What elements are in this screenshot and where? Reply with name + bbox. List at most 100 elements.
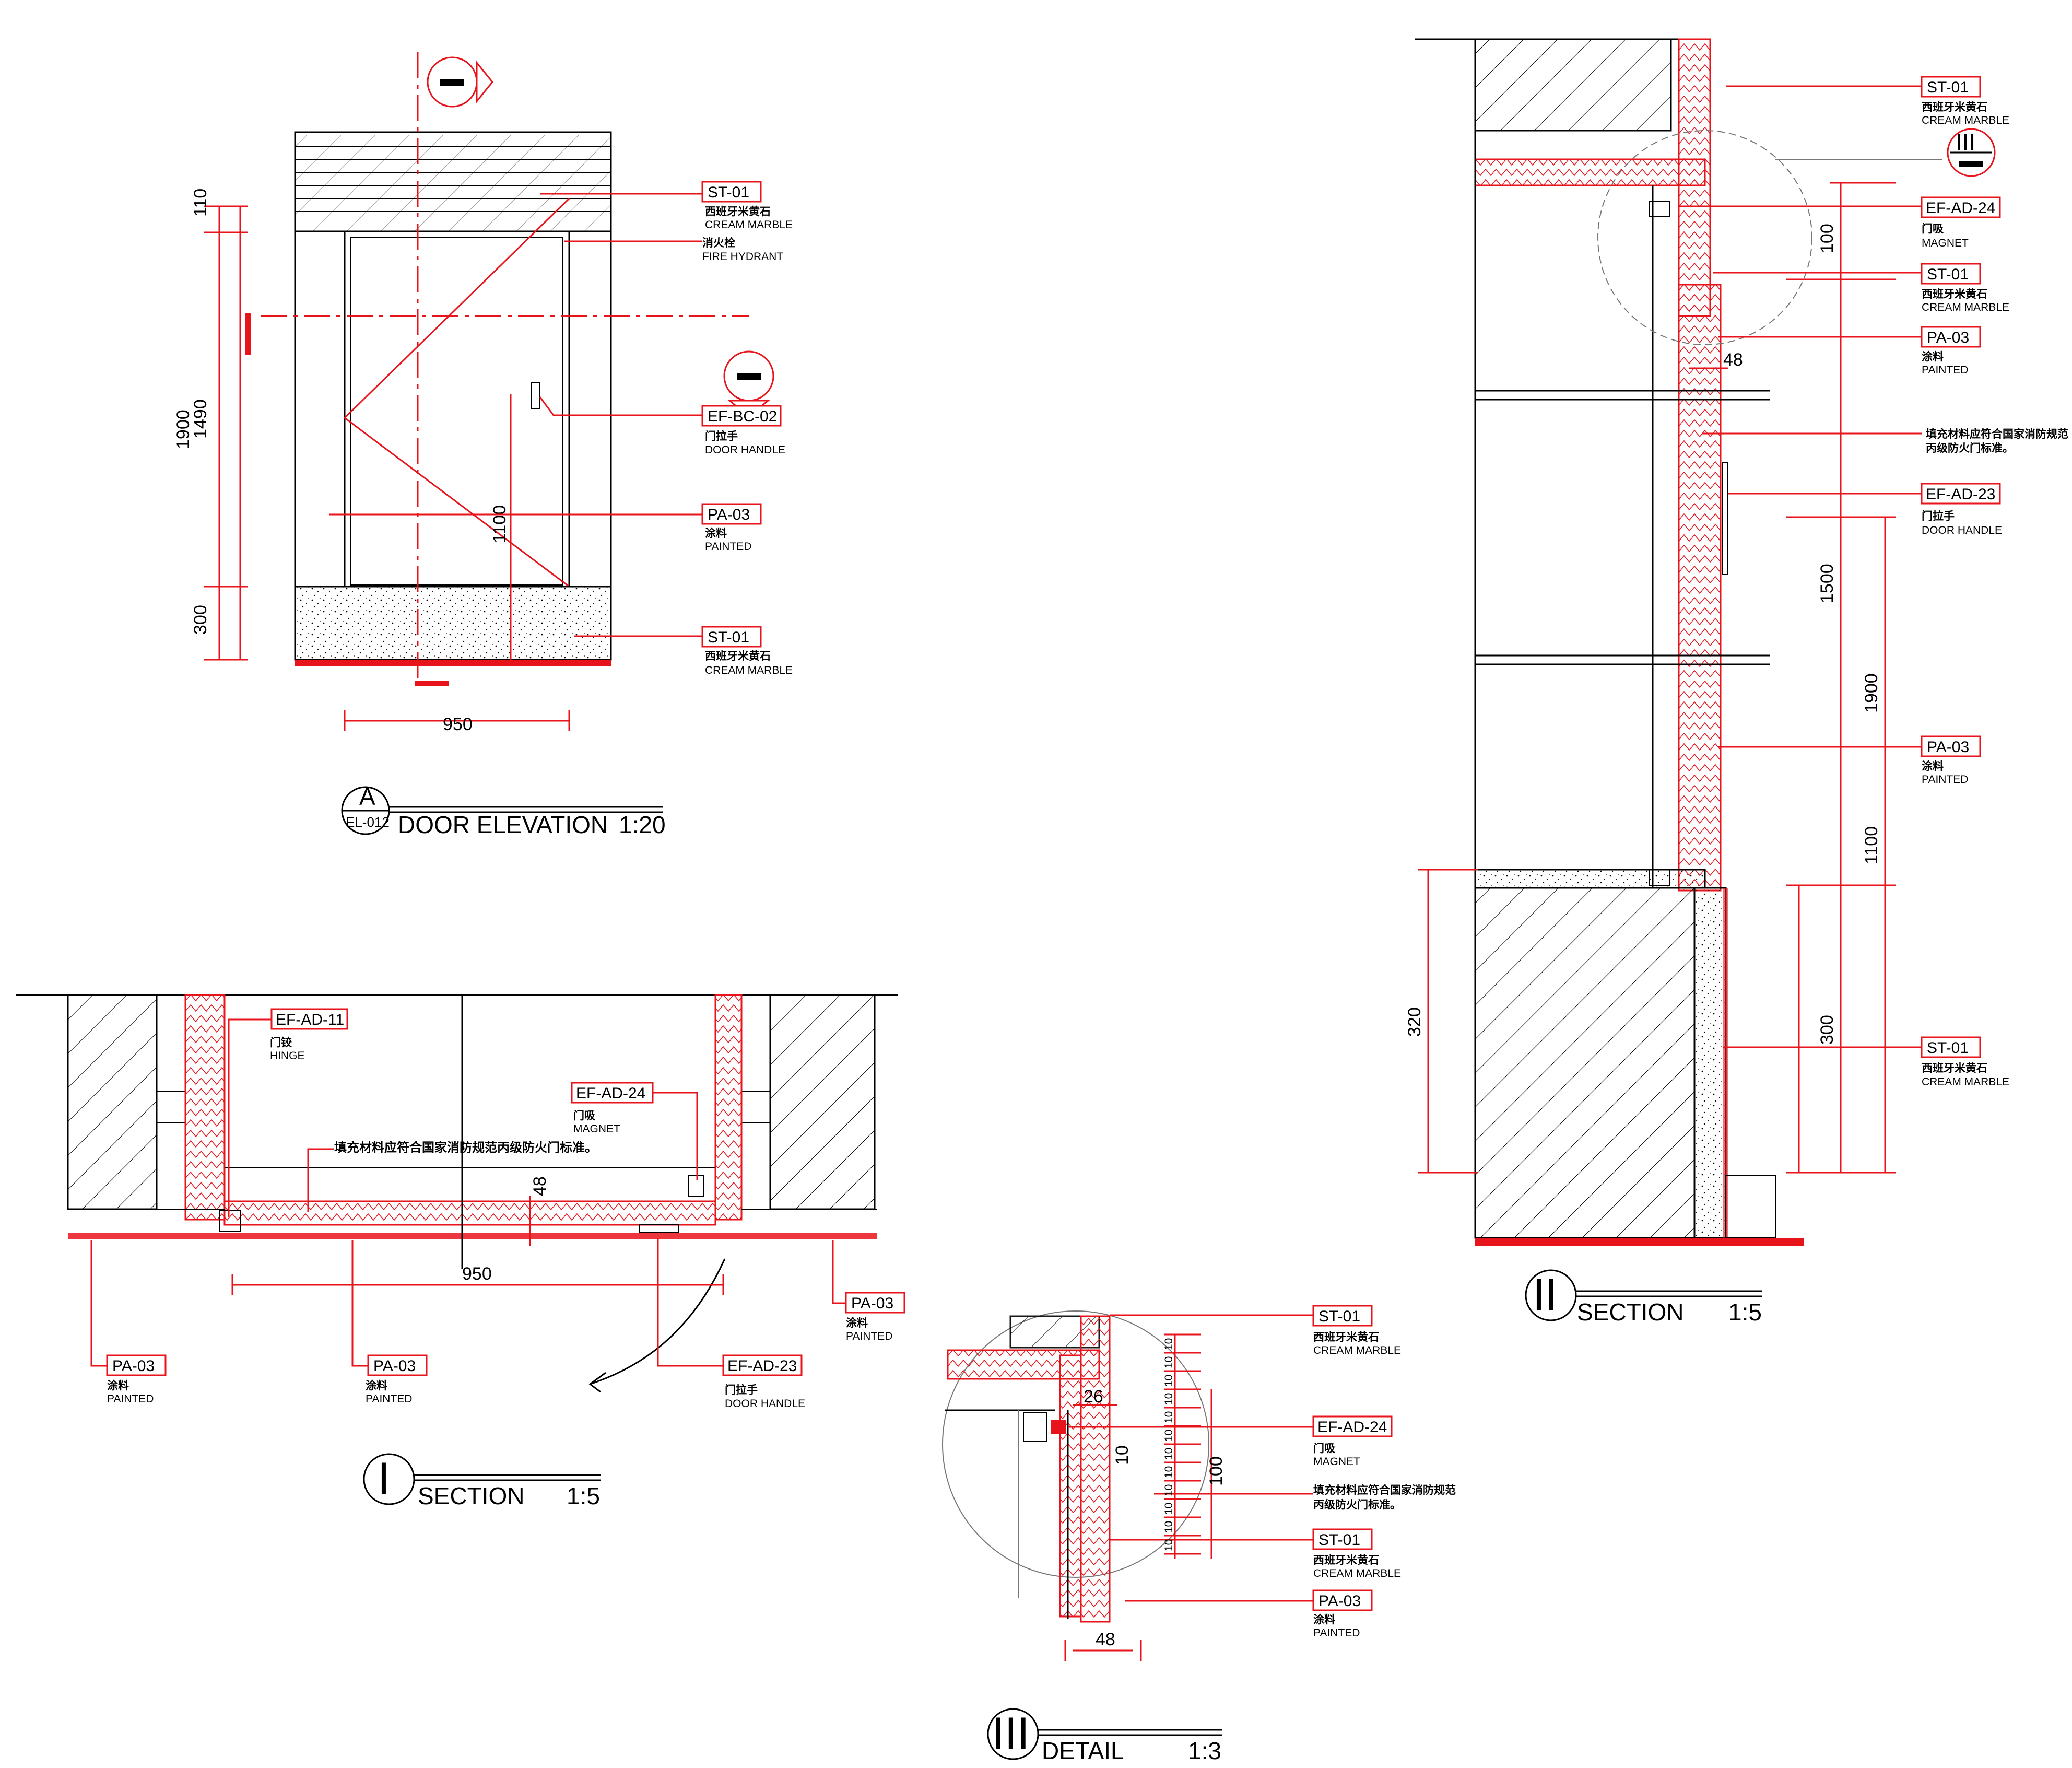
tag-code: EF-AD-24 — [1926, 200, 1995, 217]
pitch-label: 10 — [1163, 1448, 1175, 1460]
tag-zh: 西班牙米黄石 — [1922, 288, 1987, 300]
tag-code: PA-03 — [851, 1295, 893, 1312]
elevation-dim-chain — [204, 205, 570, 731]
detail-III: 26 10 100 48 ST-01 西班牙米黄石 CREAM MARBLE E… — [942, 1305, 1456, 1764]
mark-numeral: II — [1533, 1270, 1558, 1320]
pitch-label: 10 — [1163, 1539, 1175, 1551]
section-II-dims — [1418, 182, 1896, 1174]
tag-code: EF-BC-02 — [708, 408, 777, 425]
tag-PA-03-sec1-mid: PA-03 涂料 PAINTED — [366, 1354, 428, 1405]
tag-en: MAGNET — [573, 1123, 620, 1135]
handle-profile — [1722, 462, 1728, 575]
tag-code: ST-01 — [1927, 1039, 1969, 1057]
tag-zh: 西班牙米黄石 — [1313, 1554, 1379, 1566]
tag-code: EF-AD-11 — [276, 1011, 344, 1028]
magnet-top-symbol — [1649, 201, 1670, 217]
section-II: III 100 48 1500 1900 1100 300 320 — [1405, 38, 2068, 1326]
section-I-title-block: I SECTION 1:5 — [363, 1453, 601, 1509]
tag-en: CREAM MARBLE — [1922, 114, 2009, 126]
dim-1900: 1900 — [1862, 673, 1881, 713]
tag-PA-03-sec2-bottom: PA-03 涂料 PAINTED — [1921, 735, 1981, 786]
scale: 1:20 — [619, 811, 666, 838]
door-elevation: 110 1490 1900 300 1100 950 ST-01 西班牙米黄石 … — [173, 52, 793, 838]
callout-marker-III: III — [1947, 128, 1996, 177]
note-leader — [307, 1148, 334, 1212]
pitch-label: 10 — [1163, 1375, 1175, 1387]
tag-en: DOOR HANDLE — [705, 444, 785, 456]
section-I: 950 48 填充材料应符合国家消防规范丙级防火门标准。 EF-AD-11 门铰… — [16, 994, 905, 1509]
dim-110: 110 — [191, 189, 210, 217]
tag-zh: 西班牙米黄石 — [705, 650, 771, 662]
wall-left — [67, 994, 158, 1210]
base-marble-cladding — [1693, 887, 1727, 1239]
tag-en: CREAM MARBLE — [1313, 1567, 1401, 1579]
marble-cladding-top — [1678, 38, 1711, 317]
note-line1: 填充材料应符合国家消防规范 — [1926, 428, 2068, 440]
tag-zh: 涂料 — [1922, 760, 1944, 772]
tag-en: PAINTED — [1922, 364, 1968, 376]
head-frame — [1474, 158, 1706, 186]
callout-numeral: III — [1956, 128, 1975, 156]
tag-en: DOOR HANDLE — [1922, 524, 2002, 536]
tag-code: PA-03 — [1927, 739, 1969, 756]
tag-en: FIRE HYDRANT — [702, 251, 783, 263]
tag-zh: 涂料 — [705, 527, 727, 540]
mark-letter: A — [359, 783, 375, 810]
tag-zh: 门拉手 — [1922, 510, 1955, 522]
door-swing-lines — [343, 197, 570, 588]
tag-en: CREAM MARBLE — [705, 219, 793, 231]
title: DOOR ELEVATION — [398, 811, 608, 838]
dim-1500: 1500 — [1817, 564, 1837, 603]
tag-code: PA-03 — [373, 1357, 416, 1375]
tag-PA-03-sec1-left: PA-03 涂料 PAINTED — [106, 1354, 167, 1405]
tag-ST-01-elev-top: ST-01 西班牙米黄石 CREAM MARBLE — [701, 181, 793, 231]
scale: 1:5 — [1728, 1298, 1762, 1326]
tag-PA-03-det: PA-03 涂料 PAINTED — [1312, 1589, 1373, 1639]
marble-base — [294, 586, 612, 661]
tag-en: PAINTED — [1313, 1627, 1360, 1639]
tag-EF-BC-02: EF-BC-02 门拉手 DOOR HANDLE — [701, 405, 785, 456]
lintel-block — [1474, 38, 1672, 132]
tag-en: CREAM MARBLE — [1313, 1344, 1401, 1356]
frame-right — [714, 994, 743, 1221]
door-leaf-vertical — [1678, 284, 1722, 892]
dim-1100: 1100 — [490, 505, 510, 543]
base-block — [1474, 887, 1696, 1239]
section-cut-end — [245, 313, 251, 355]
tag-zh: 西班牙米黄石 — [705, 206, 771, 218]
title: DETAIL — [1042, 1737, 1124, 1764]
tag-en: PAINTED — [705, 541, 751, 553]
dim-48: 48 — [1723, 350, 1743, 370]
tag-PA-03-sec2-top: PA-03 涂料 PAINTED — [1921, 326, 1981, 376]
dim-950: 950 — [443, 715, 473, 734]
tag-code: EF-AD-24 — [576, 1085, 645, 1102]
hinge-symbol — [219, 1210, 241, 1232]
tag-code: PA-03 — [1927, 329, 1969, 346]
mark-numeral: I — [378, 1454, 390, 1504]
dim-300: 300 — [191, 605, 210, 635]
door-leaf-inner — [350, 237, 563, 586]
marble-header-lines — [295, 146, 611, 232]
tag-EF-AD-24-sec1: EF-AD-24 门吸 MAGNET — [571, 1082, 654, 1135]
dim-1490: 1490 — [191, 399, 210, 439]
title: SECTION — [1577, 1298, 1684, 1326]
scale: 1:3 — [1188, 1737, 1221, 1764]
floor-finish-line — [68, 1233, 877, 1239]
tag-zh: 门吸 — [573, 1109, 596, 1122]
floor-edge-block — [1725, 1175, 1776, 1238]
tag-code: PA-03 — [708, 506, 750, 523]
detail-callout-circle — [1597, 130, 1812, 345]
tag-fire-hydrant: 消火栓 FIRE HYDRANT — [702, 237, 783, 263]
detail-dims — [1064, 1334, 1212, 1661]
elevation-title-block: A EL-012 DOOR ELEVATION 1:20 — [341, 783, 666, 838]
pitch-label: 10 — [1163, 1521, 1175, 1533]
tag-zh: 消火栓 — [702, 237, 735, 249]
dim-1100: 1100 — [1862, 826, 1881, 864]
tag-code: ST-01 — [708, 629, 749, 646]
tag-en: DOOR HANDLE — [725, 1398, 805, 1410]
tag-ST-01-det-mid: ST-01 西班牙米黄石 CREAM MARBLE — [1312, 1528, 1401, 1579]
base-red-band — [295, 660, 611, 666]
tag-zh: 门拉手 — [725, 1384, 758, 1396]
